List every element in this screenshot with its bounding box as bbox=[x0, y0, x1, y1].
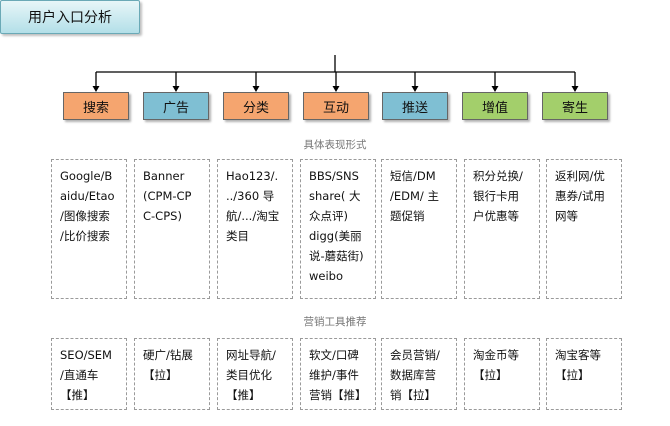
category-6: 增值 bbox=[462, 92, 528, 120]
form-cell-5: 短信/DM /EDM/ 主 题促销 bbox=[381, 159, 457, 299]
tool-cell-5: 会员营销/ 数据库营 销【拉】 bbox=[381, 338, 457, 410]
form-cell-3: Hao123/. ../360 导 航/.../淘宝 类目 bbox=[217, 159, 293, 299]
section-tools-title: 营销工具推荐 bbox=[303, 316, 367, 328]
form-cell-2: Banner (CPM-CP C-CPS) bbox=[134, 159, 210, 299]
tool-cell-2: 硬广/钻展 【拉】 bbox=[134, 338, 210, 410]
form-cell-7: 返利网/优 惠券/试用 网等 bbox=[546, 159, 622, 299]
category-3: 分类 bbox=[223, 92, 289, 120]
form-cell-4: BBS/SNS share( 大 众点评) digg(美丽 说-蘑菇街) wei… bbox=[300, 159, 376, 299]
category-4: 互动 bbox=[303, 92, 369, 120]
category-5: 推送 bbox=[382, 92, 448, 120]
tool-cell-1: SEO/SEM /直通车 【推】 bbox=[51, 338, 127, 410]
arrow-head-6 bbox=[491, 86, 499, 92]
arrow-head-5 bbox=[411, 86, 419, 92]
form-cell-6: 积分兑换/ 银行卡用 户优惠等 bbox=[464, 159, 540, 299]
tool-cell-7: 淘宝客等 【拉】 bbox=[546, 338, 622, 410]
arrow-head-2 bbox=[172, 86, 180, 92]
arrow-head-4 bbox=[332, 86, 340, 92]
tool-cell-3: 网址导航/ 类目优化 【推】 bbox=[217, 338, 293, 410]
root-node: 用户入口分析 bbox=[0, 0, 140, 34]
arrow-head-7 bbox=[571, 86, 579, 92]
arrow-head-1 bbox=[92, 86, 100, 92]
category-2: 广告 bbox=[143, 92, 209, 120]
category-1: 搜索 bbox=[63, 92, 129, 120]
tool-cell-4: 软文/口碑 维护/事件 营销【推】 bbox=[300, 338, 376, 410]
section-forms-title: 具体表现形式 bbox=[303, 139, 367, 151]
category-7: 寄生 bbox=[542, 92, 608, 120]
arrow-head-3 bbox=[252, 86, 260, 92]
form-cell-1: Google/B aidu/Etao /图像搜索 /比价搜索 bbox=[51, 159, 127, 299]
tool-cell-6: 淘金币等 【拉】 bbox=[464, 338, 540, 410]
